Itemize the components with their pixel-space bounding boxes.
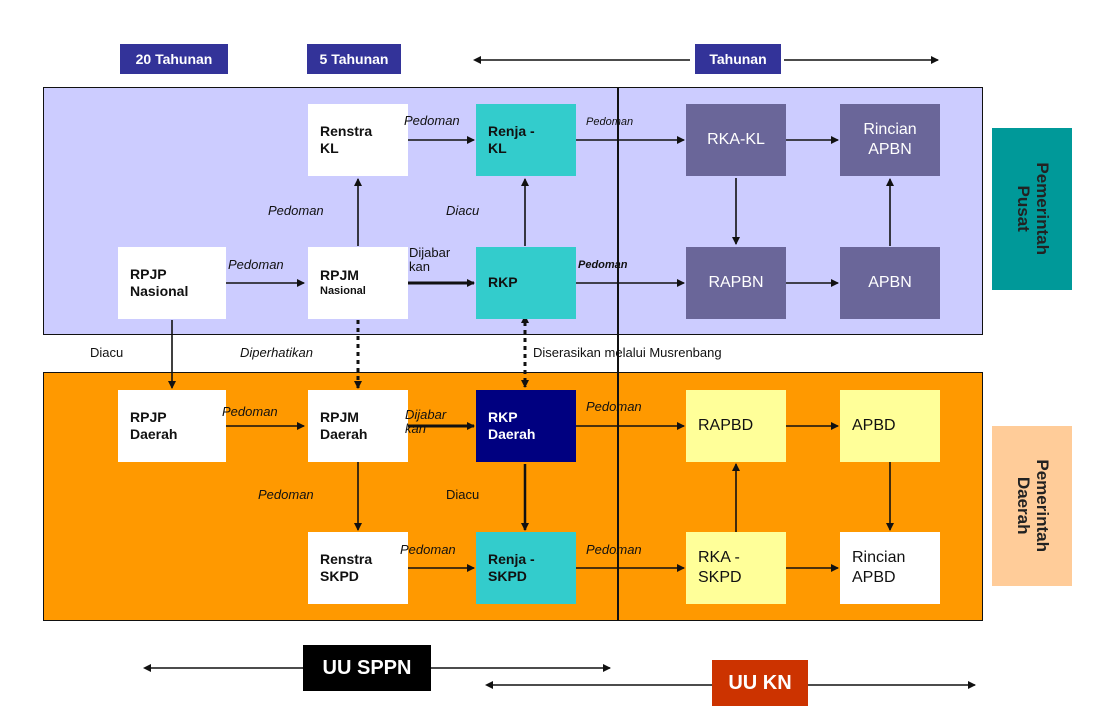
box-apbn: APBN — [840, 247, 940, 319]
box-rapbd: RAPBD — [686, 390, 786, 462]
side-label-pemerintah-pusat: Pemerintah Pusat — [992, 128, 1072, 290]
box-apbd: APBD — [840, 390, 940, 462]
box-renstra-skpd: Renstra SKPD — [308, 532, 408, 604]
box-rkp-daerah: RKP Daerah — [476, 390, 576, 462]
box-rincian-apbd: Rincian APBD — [840, 532, 940, 604]
label-dijabarkan-nasional: Dijabar kan — [409, 245, 451, 275]
label-diacu-rkp-renja-skpd: Diacu — [446, 487, 480, 502]
box-rincian-apbn: Rincian APBN — [840, 104, 940, 176]
label-pedoman-renja-rka-kl: Pedoman — [586, 116, 634, 128]
law-uu-kn: UU KN — [712, 660, 808, 706]
label-pedoman-rkp-rapbn: Pedoman — [578, 259, 628, 271]
label-pedoman-renstra-renja-skpd: Pedoman — [400, 542, 456, 557]
label-diacu-rpjp: Diacu — [90, 345, 124, 360]
label-dijabarkan-daerah: Dijabar kan — [405, 407, 447, 437]
label-pedoman-rpjm-renstra-kl: Pedoman — [268, 203, 324, 218]
label-pedoman-rkp-rapbd: Pedoman — [586, 399, 642, 414]
label-diserasikan-musrenbang: Diserasikan melalui Musrenbang — [533, 345, 722, 360]
label-diperhatikan: Diperhatikan — [240, 345, 313, 360]
header-tahunan: Tahunan — [695, 44, 781, 74]
label-diacu-rkp-renja-kl: Diacu — [446, 203, 480, 218]
box-rpjp-nasional: RPJP Nasional — [118, 247, 226, 319]
law-uu-sppn: UU SPPN — [303, 645, 431, 691]
label-pedoman-rpjp-rpjm-daerah: Pedoman — [222, 404, 278, 419]
box-rpjm-daerah: RPJM Daerah — [308, 390, 408, 462]
box-rka-kl: RKA-KL — [686, 104, 786, 176]
label-pedoman-rpjm-renstra-skpd: Pedoman — [258, 487, 314, 502]
box-renja-skpd: Renja - SKPD — [476, 532, 576, 604]
box-renja-kl: Renja - KL — [476, 104, 576, 176]
side-label-pemerintah-daerah: Pemerintah Daerah — [992, 426, 1072, 586]
rpjm-nasional-title: RPJM — [320, 267, 359, 284]
header-20-tahunan: 20 Tahunan — [120, 44, 228, 74]
box-rpjm-nasional: RPJM Nasional — [308, 247, 408, 319]
label-pedoman-renja-rka-skpd: Pedoman — [586, 542, 642, 557]
box-rkp: RKP — [476, 247, 576, 319]
box-renstra-kl: Renstra KL — [308, 104, 408, 176]
rpjm-nasional-subtitle: Nasional — [320, 284, 366, 297]
box-rka-skpd: RKA - SKPD — [686, 532, 786, 604]
label-pedoman-rpjp-rpjm-nasional: Pedoman — [228, 257, 284, 272]
label-pedoman-renstra-renja-kl: Pedoman — [404, 113, 460, 128]
box-rpjp-daerah: RPJP Daerah — [118, 390, 226, 462]
box-rapbn: RAPBN — [686, 247, 786, 319]
header-5-tahunan: 5 Tahunan — [307, 44, 401, 74]
